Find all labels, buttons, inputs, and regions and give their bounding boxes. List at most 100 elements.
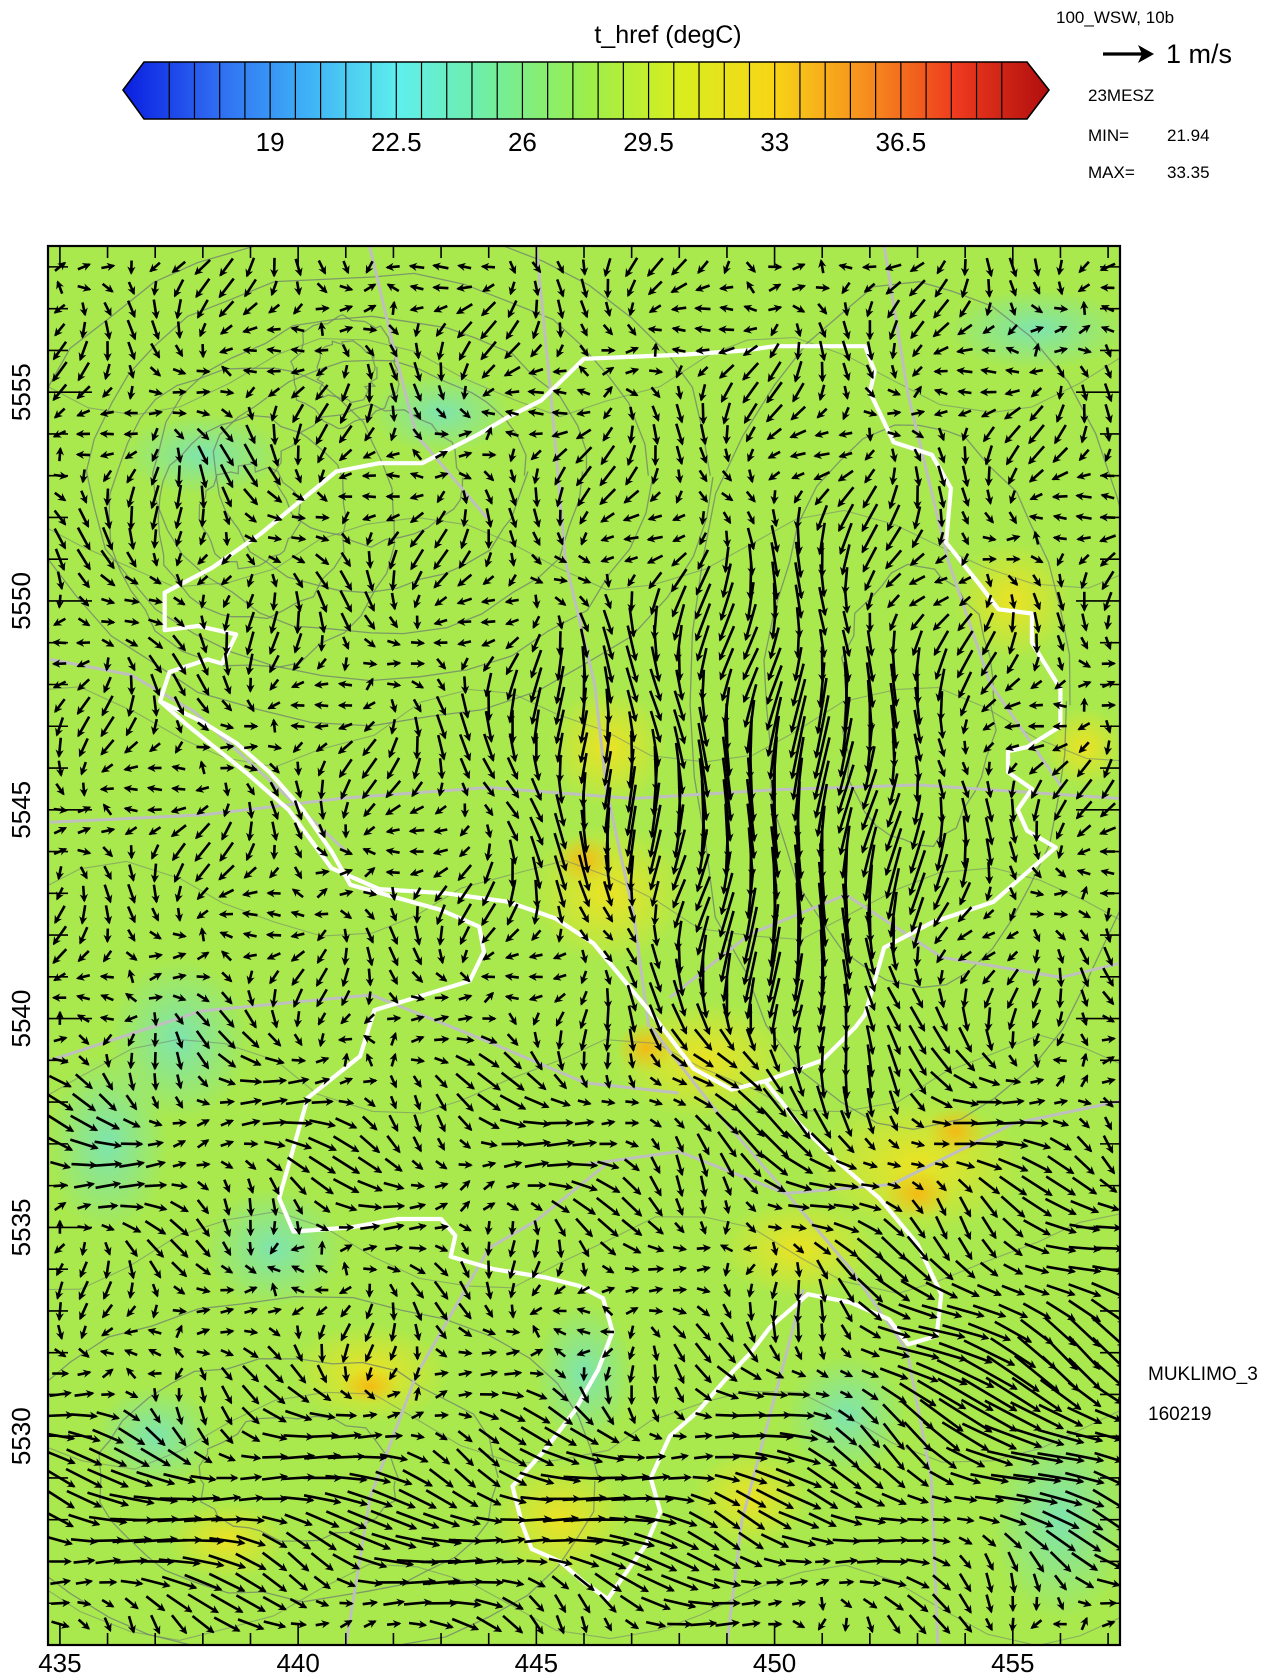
wind-arrow <box>103 884 113 904</box>
wind-arrow <box>53 1035 68 1044</box>
wind-arrow <box>173 862 185 884</box>
wind-arrow <box>95 1116 121 1130</box>
wind-arrow <box>103 657 112 672</box>
wind-arrow <box>48 1450 76 1465</box>
temperature-patch <box>990 1419 1120 1620</box>
wind-arrow <box>125 716 138 737</box>
wind-arrow <box>53 407 66 419</box>
max-value: 33.35 <box>1167 163 1210 182</box>
wind-arrow <box>173 428 185 440</box>
wind-arrow <box>195 822 211 840</box>
wind-arrow <box>101 1390 116 1399</box>
wind-arrow <box>123 805 138 814</box>
wind-arrow <box>198 632 208 654</box>
wind-arrow <box>170 824 187 838</box>
wind-arrow <box>504 972 519 981</box>
wind-arrow <box>197 445 209 466</box>
wind-arrow <box>363 659 378 668</box>
wind-arrow <box>126 486 136 509</box>
wind-arrow <box>148 951 164 961</box>
wind-arrow <box>556 322 565 339</box>
wind-arrow <box>794 341 803 361</box>
wind-arrow <box>77 1369 92 1378</box>
wind-arrow <box>198 615 207 630</box>
wind-arrow <box>55 782 65 796</box>
wind-arrow <box>197 721 210 732</box>
wind-arrow <box>195 277 211 299</box>
wind-arrow <box>77 1599 92 1608</box>
y-tick-label: 5555 <box>6 363 36 421</box>
wind-arrow <box>196 367 211 376</box>
wind-arrow <box>1054 304 1069 313</box>
wind-arrow <box>79 866 88 880</box>
wind-arrow <box>196 951 210 961</box>
wind-arrow <box>794 1322 803 1343</box>
wind-arrow <box>936 691 946 722</box>
wind-arrow <box>699 403 708 425</box>
contour-line <box>152 315 588 635</box>
wind-arrow <box>100 716 115 738</box>
wind-arrow <box>145 1160 167 1169</box>
wind-arrow <box>667 1620 693 1629</box>
wind-arrow <box>362 1411 378 1420</box>
wind-arrow <box>770 490 779 505</box>
wind-arrow <box>174 907 184 923</box>
x-tick-label: 435 <box>38 1648 81 1674</box>
wind-arrow <box>603 1007 612 1032</box>
wind-arrow <box>244 1327 259 1336</box>
wind-arrow <box>102 1033 113 1046</box>
wind-arrow <box>124 992 138 1003</box>
wind-arrow <box>389 1302 398 1321</box>
wind-arrow <box>933 367 948 376</box>
wind-arrow <box>198 1367 207 1381</box>
wind-arrow <box>127 341 137 361</box>
y-tick-label: 5530 <box>6 1407 36 1465</box>
wind-arrow <box>722 530 732 548</box>
wind-arrow <box>857 1556 885 1566</box>
reference-vector-label: 1 m/s <box>1166 39 1232 69</box>
wind-arrow <box>363 325 378 334</box>
wind-arrow <box>169 1218 190 1237</box>
wind-arrow <box>101 526 114 551</box>
wind-arrow <box>151 1012 160 1027</box>
wind-arrow <box>1008 612 1017 634</box>
wind-arrow <box>88 1447 128 1467</box>
wind-arrow <box>174 1367 184 1381</box>
wind-arrow <box>171 784 186 794</box>
wind-arrow <box>196 1285 211 1295</box>
colorbar-tick-label: 29.5 <box>623 127 674 157</box>
wind-arrow <box>55 1281 64 1300</box>
wind-arrow <box>194 841 212 862</box>
wind-arrow <box>173 596 186 606</box>
x-tick-label: 450 <box>753 1648 796 1674</box>
wind-arrow <box>102 386 113 398</box>
wind-arrow <box>173 696 185 716</box>
wind-arrow <box>101 1327 114 1337</box>
wind-arrow <box>78 340 89 362</box>
wind-arrow <box>907 1515 930 1525</box>
wind-arrow <box>140 1447 171 1467</box>
wind-arrow <box>175 1051 184 1071</box>
wind-arrow <box>53 1201 67 1212</box>
wind-arrow <box>314 909 329 919</box>
wind-arrow <box>314 701 329 710</box>
wind-arrow <box>53 527 67 550</box>
wind-arrow <box>127 883 137 904</box>
wind-arrow <box>54 1243 66 1254</box>
wind-arrow <box>314 680 329 689</box>
wind-arrow <box>651 342 660 357</box>
wind-arrow <box>460 385 470 401</box>
wind-arrow <box>603 1052 612 1070</box>
wind-arrow <box>77 617 91 627</box>
wind-arrow <box>174 719 183 734</box>
wind-arrow <box>1008 1031 1017 1050</box>
wind-arrow <box>880 1536 909 1545</box>
wind-arrow <box>103 905 113 925</box>
wind-arrow <box>571 1160 599 1170</box>
colorbar-tick-label: 19 <box>256 127 285 157</box>
wind-arrow <box>768 1223 783 1232</box>
wind-arrow <box>1056 967 1065 988</box>
wind-arrow <box>76 548 91 571</box>
wind-arrow <box>696 1244 712 1253</box>
